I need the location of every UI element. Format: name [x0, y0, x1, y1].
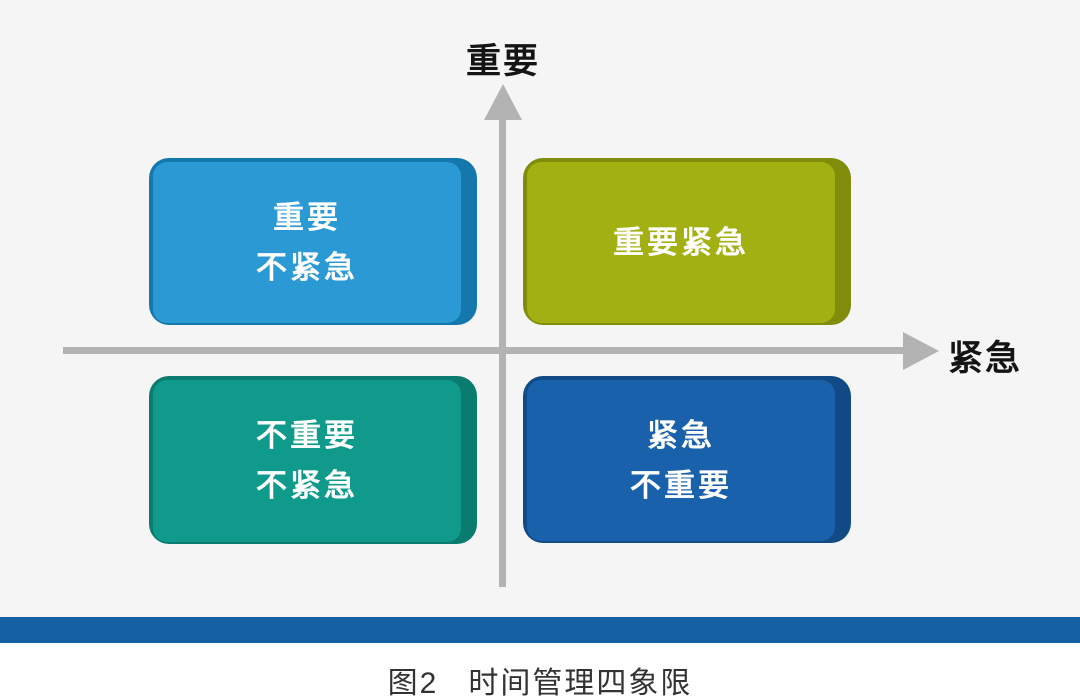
figure-number: 图2: [387, 667, 439, 699]
diagram-canvas: 重要 紧急 重要 不紧急 重要紧急 不重要 不紧急: [63, 42, 1023, 587]
quadrant-label-line: 不重要: [630, 467, 732, 503]
quadrant-label-line: 重要: [273, 199, 341, 235]
y-axis-arrow-icon: [484, 84, 522, 120]
y-axis-label: 重要: [465, 42, 541, 81]
quadrant-label-line: 紧急: [647, 417, 715, 453]
quadrant-label-line: 不紧急: [256, 249, 358, 285]
quadrant-label-line: 重要紧急: [613, 224, 749, 260]
x-axis-arrow-icon: [903, 332, 939, 370]
quadrant-face: 紧急 不重要: [527, 380, 835, 541]
quadrant-label-line: 不紧急: [256, 468, 358, 503]
footer-divider-bar: [0, 617, 1080, 643]
quadrant-face: 重要 不紧急: [153, 162, 461, 323]
x-axis-line: [63, 347, 906, 354]
quadrant-urgent-not-important: 紧急 不重要: [523, 376, 851, 543]
x-axis-label: 紧急: [948, 339, 1023, 378]
quadrant-not-important-not-urgent: 不重要 不紧急: [149, 376, 477, 544]
quadrant-important-urgent: 重要紧急: [523, 158, 851, 325]
figure-caption: 图2 时间管理四象限: [0, 658, 1080, 699]
quadrant-important-not-urgent: 重要 不紧急: [149, 158, 477, 325]
quadrant-face: 重要紧急: [527, 162, 835, 323]
quadrant-label-line: 不重要: [256, 418, 358, 454]
quadrant-face: 不重要 不紧急: [153, 380, 461, 542]
figure-title: 时间管理四象限: [468, 667, 693, 699]
